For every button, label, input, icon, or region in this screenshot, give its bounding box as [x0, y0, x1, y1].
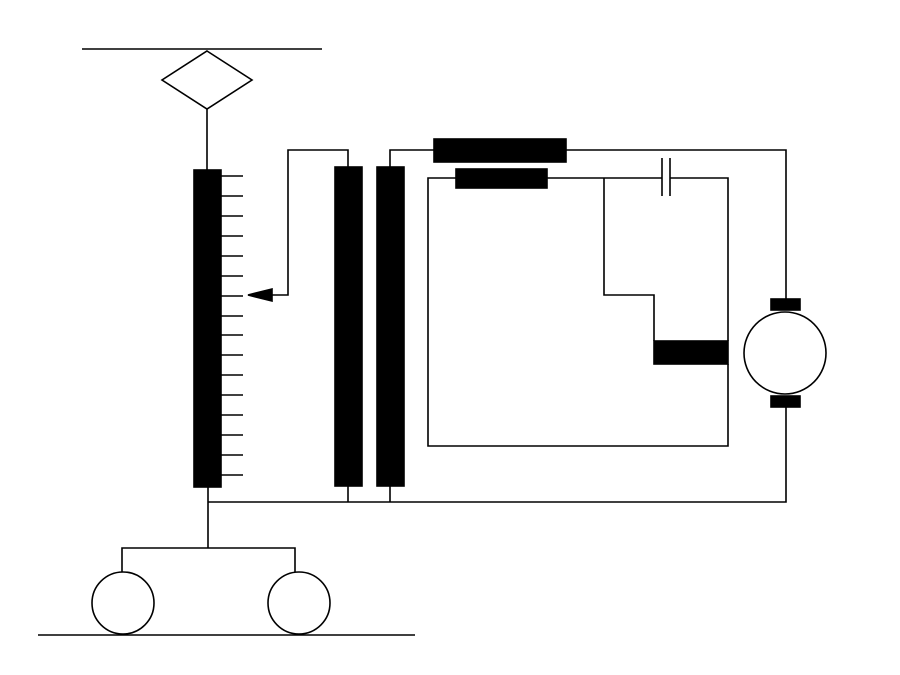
dc-motor: [743, 311, 827, 395]
motor-brush-bottom: [770, 395, 801, 408]
capacitor-wire-right: [670, 177, 729, 341]
series-resistor-top: [433, 138, 567, 163]
motor-brush-top: [770, 298, 801, 311]
tapped-transformer-winding: [193, 169, 222, 488]
wheel-left: [91, 571, 155, 635]
wheel-right: [267, 571, 331, 635]
top-wire-to-motor: [566, 149, 787, 299]
branch-wire: [603, 178, 655, 341]
motor-return-wire: [208, 407, 787, 503]
inner-loop-left: [427, 177, 729, 447]
transformer-core-bar-right: [376, 166, 405, 487]
series-resistor-lower: [455, 168, 548, 189]
load-resistor: [653, 340, 729, 365]
top-wire-left: [389, 149, 434, 167]
winding-taps: [221, 175, 243, 476]
tap-changer-arrow: [247, 287, 273, 303]
transformer-core-bar-left: [334, 166, 363, 487]
tap-changer-wire: [270, 149, 349, 296]
axle-wire: [121, 547, 296, 572]
pantograph: [160, 50, 254, 110]
